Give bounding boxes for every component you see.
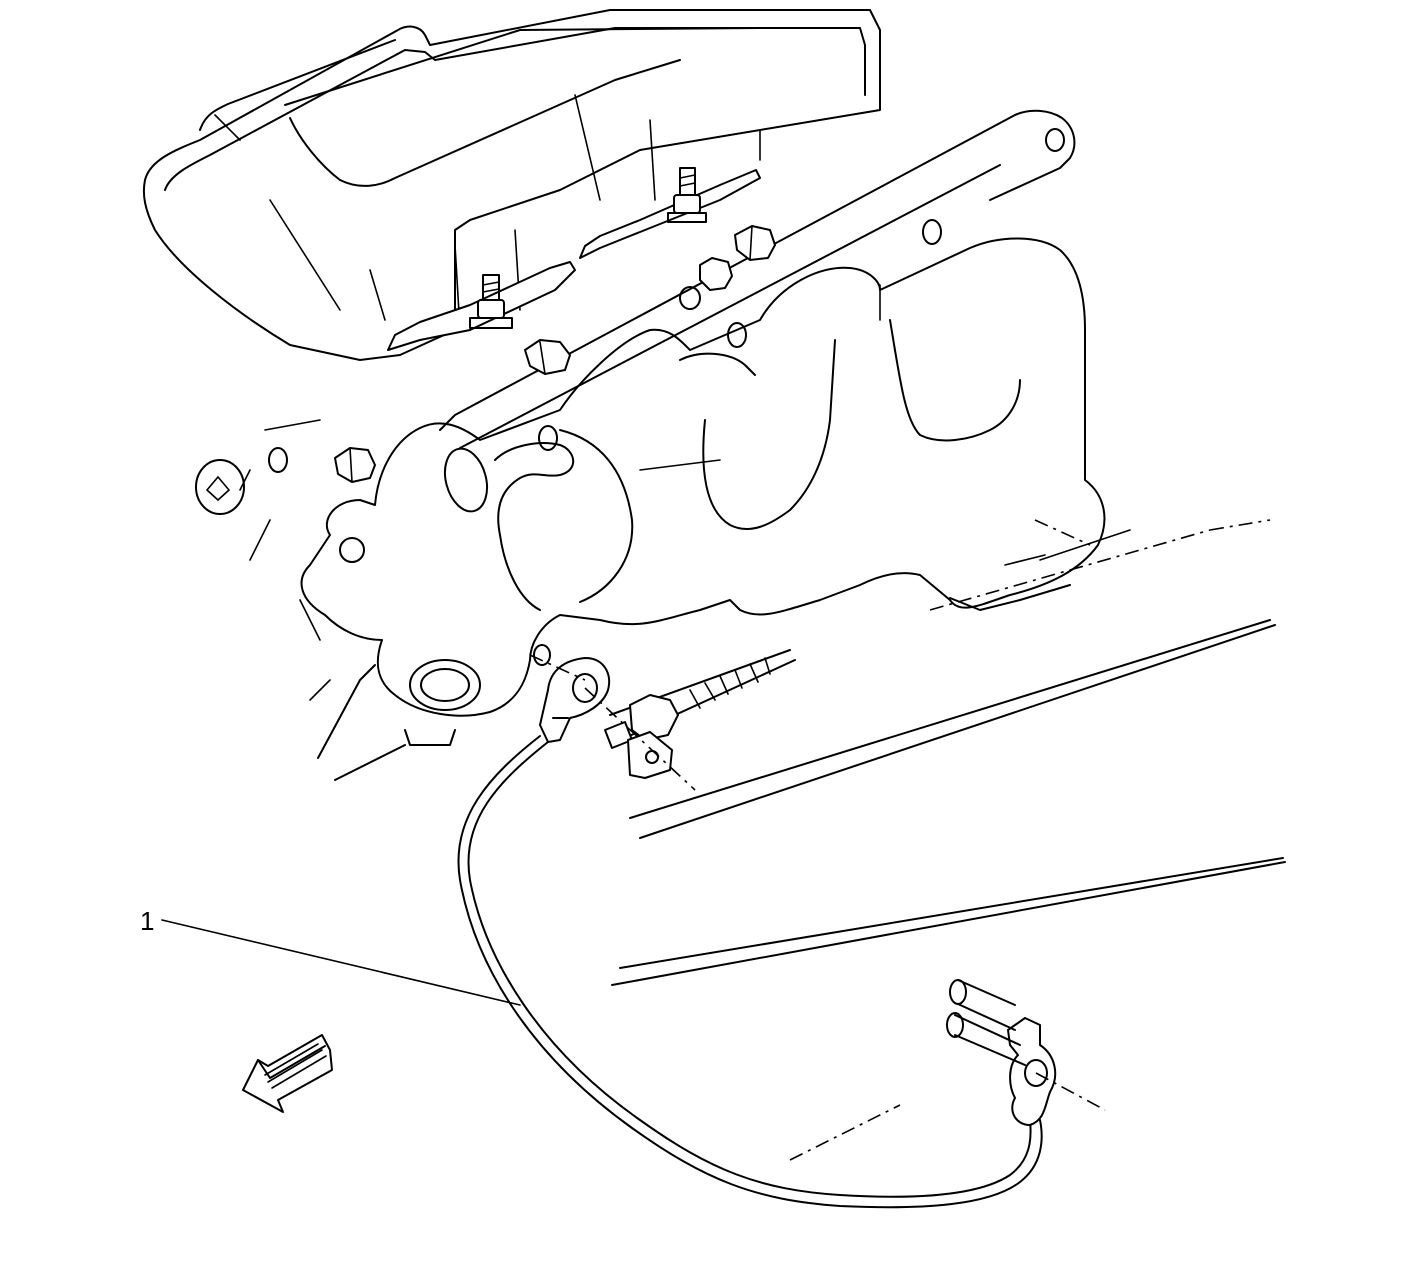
front-direction-arrow-icon xyxy=(242,1034,333,1113)
plug-left xyxy=(195,459,245,515)
bolt-4 xyxy=(334,447,376,483)
bolt-2 xyxy=(734,225,776,261)
stud-right xyxy=(667,167,707,223)
engine-block xyxy=(239,419,1286,986)
dipstick-tube xyxy=(604,649,796,779)
callout-1-label: 1 xyxy=(140,906,154,936)
exhaust-manifold xyxy=(300,109,1106,717)
ground-strap xyxy=(457,657,1057,1209)
bolt-1 xyxy=(524,339,571,375)
callout-1: 1 xyxy=(140,906,521,1006)
stud-left xyxy=(469,274,513,329)
bolt-5 xyxy=(339,537,365,563)
valve-cover xyxy=(142,9,881,361)
manifold-bolts xyxy=(195,225,776,563)
bolt-3 xyxy=(699,257,733,291)
valve-cover-studs xyxy=(387,167,761,351)
installation-guide-lines xyxy=(529,654,1106,1161)
